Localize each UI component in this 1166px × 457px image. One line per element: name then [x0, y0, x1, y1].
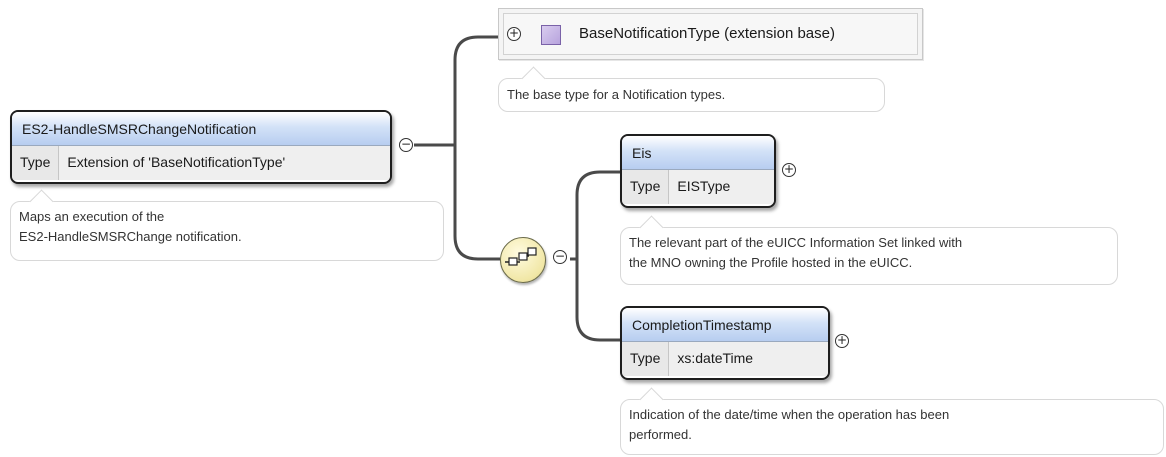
timestamp-connector [575, 259, 620, 342]
root-annotation-line2: ES2-HandleSMSRChange notification. [19, 229, 242, 244]
root-annotation: Maps an execution of the ES2-HandleSMSRC… [10, 189, 444, 261]
completion-timestamp-type-label: Type [622, 342, 670, 376]
base-annotation-text: The base type for a Notification types. [507, 87, 726, 102]
root-annotation-line1: Maps an execution of the [19, 209, 165, 224]
plus-circle-icon[interactable]: + [782, 162, 796, 177]
sequence-connector [453, 145, 500, 261]
eis-connector [575, 170, 620, 259]
completion-timestamp-element-box[interactable]: CompletionTimestamp Type xs:dateTime [620, 306, 830, 380]
completion-timestamp-element-name: CompletionTimestamp [622, 308, 828, 342]
eis-type-label: Type [622, 170, 670, 204]
base-connector [453, 35, 502, 61]
eis-annotation-line2: the MNO owning the Profile hosted in the… [629, 255, 913, 270]
sequence-compositor-icon[interactable] [500, 237, 546, 283]
base-annotation: The base type for a Notification types. [498, 66, 885, 112]
eis-annotation-line1: The relevant part of the eUICC Informati… [629, 235, 963, 250]
eis-type-value: EISType [669, 170, 774, 204]
eis-annotation: The relevant part of the eUICC Informati… [620, 215, 1118, 285]
root-type-value: Extension of 'BaseNotificationType' [59, 146, 390, 180]
completion-timestamp-annotation: Indication of the date/time when the ope… [620, 387, 1164, 455]
completion-timestamp-type-value: xs:dateTime [669, 342, 828, 376]
root-element-box[interactable]: ES2-HandleSMSRChangeNotification Type Ex… [10, 110, 392, 184]
completion-timestamp-annotation-line2: performed. [629, 427, 692, 442]
minus-circle-icon[interactable]: − [553, 249, 567, 264]
root-type-label: Type [12, 146, 60, 180]
plus-circle-icon[interactable]: + [835, 333, 849, 348]
eis-element-box[interactable]: Eis Type EISType [620, 134, 776, 208]
root-element-name: ES2-HandleSMSRChangeNotification [12, 112, 390, 146]
extension-base-box[interactable]: + BaseNotificationType (extension base) [498, 8, 923, 60]
complex-type-icon [541, 25, 561, 45]
extension-base-label: BaseNotificationType (extension base) [579, 25, 835, 42]
eis-element-name: Eis [622, 136, 774, 170]
minus-circle-icon[interactable]: − [399, 137, 413, 152]
completion-timestamp-annotation-line1: Indication of the date/time when the ope… [629, 407, 950, 422]
plus-circle-icon[interactable]: + [507, 26, 521, 41]
